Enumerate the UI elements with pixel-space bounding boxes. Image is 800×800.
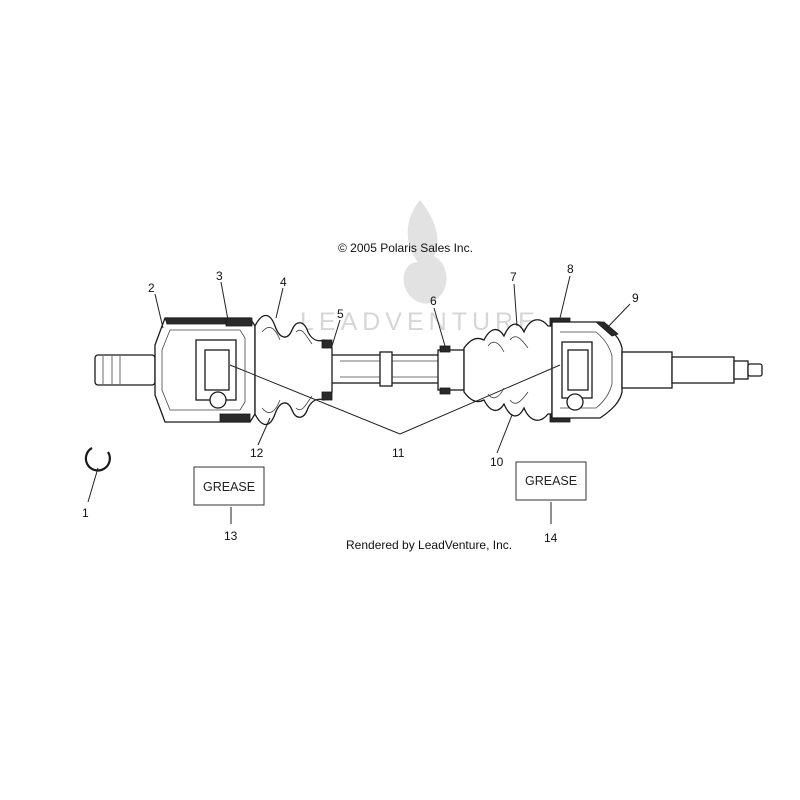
callout-12: 12 — [250, 446, 264, 460]
grease-box-right: GREASE — [515, 461, 587, 501]
callout-1: 1 — [82, 506, 89, 520]
callout-14: 14 — [544, 531, 558, 545]
callout-3: 3 — [216, 269, 223, 283]
snap-ring — [84, 447, 111, 472]
left-stub-shaft — [94, 354, 156, 386]
callout-9: 9 — [632, 291, 639, 305]
callout-2: 2 — [148, 281, 155, 295]
leader-lines — [87, 275, 631, 524]
callout-6: 6 — [430, 294, 437, 308]
right-cv-joint — [551, 321, 623, 419]
callout-8: 8 — [567, 262, 574, 276]
callout-10: 10 — [490, 455, 504, 469]
callout-7: 7 — [510, 270, 517, 284]
left-boot — [254, 314, 333, 426]
callout-11: 11 — [392, 446, 405, 460]
flame-logo-icon — [403, 200, 447, 304]
callout-5: 5 — [337, 307, 344, 321]
rendered-by-text: Rendered by LeadVenture, Inc. — [346, 538, 512, 552]
copyright-text: © 2005 Polaris Sales Inc. — [338, 241, 473, 255]
grease-box-left: GREASE — [193, 466, 265, 506]
center-shaft — [329, 351, 451, 387]
callout-numbers: 2 3 4 5 6 7 8 9 11 12 10 1 13 14 — [82, 262, 639, 545]
callout-13: 13 — [224, 529, 238, 543]
left-cv-housing — [154, 317, 256, 423]
leadventure-watermark: LEADVENTURE — [300, 200, 535, 336]
callout-4: 4 — [280, 275, 287, 289]
grease-label-right: GREASE — [525, 474, 577, 488]
grease-label-left: GREASE — [203, 480, 255, 494]
right-stub-shaft — [621, 351, 763, 389]
